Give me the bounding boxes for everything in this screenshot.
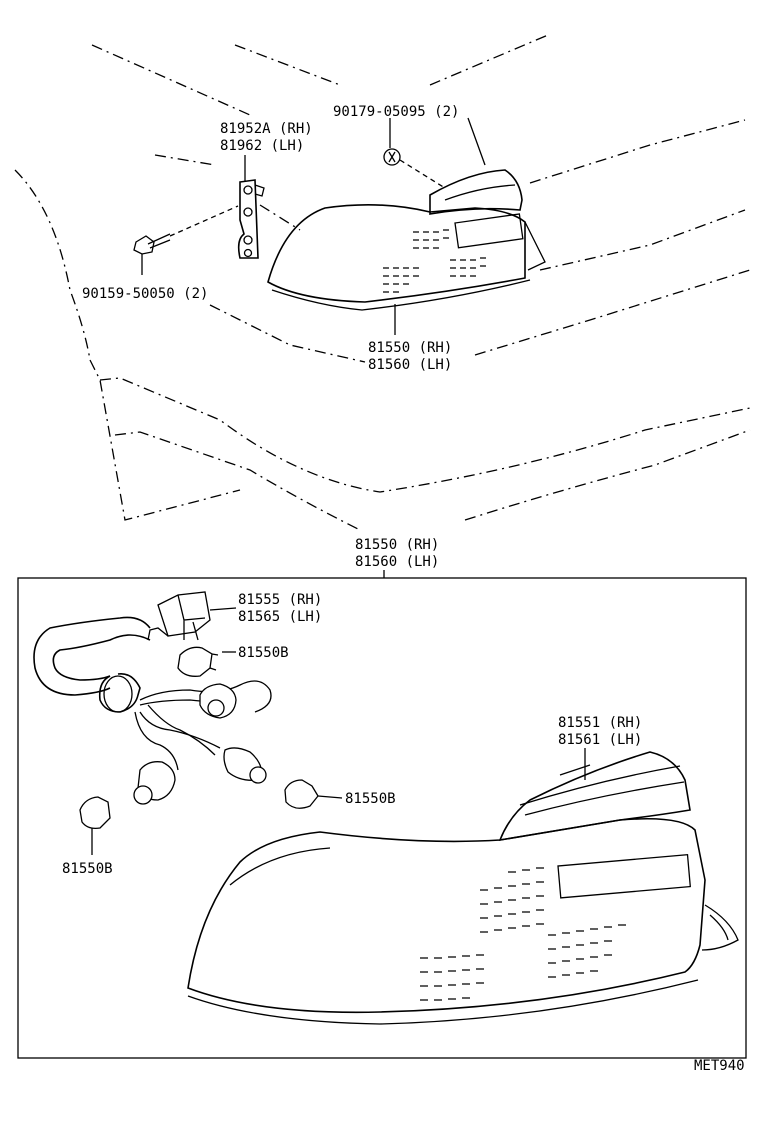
box-title-rh: 81550 (RH) [355, 537, 439, 553]
tail-lamp-assembly-top [267, 169, 546, 311]
bulb-3 [79, 796, 111, 855]
label-lens-rh: 81551 (RH) [558, 715, 642, 731]
label-bulb-2: 81550B [345, 791, 396, 807]
label-lamp-rh: 81550 (RH) [368, 340, 452, 356]
socket-wiring-harness [33, 591, 272, 771]
bulb-socket-2 [223, 747, 267, 784]
label-bulb-3: 81550B [62, 861, 113, 877]
label-socket-rh: 81555 (RH) [238, 592, 322, 608]
lens-pattern [420, 867, 626, 1001]
bulb-socket-1 [199, 683, 237, 719]
labels-bottom: 81555 (RH) 81565 (LH) 81550B 81550B 8155… [62, 592, 745, 1074]
lamp-pattern-top [383, 229, 486, 293]
diagram-code: MET940 [694, 1058, 745, 1074]
leader-lines-top [244, 117, 486, 335]
label-bulb-1: 81550B [238, 645, 289, 661]
bulb-1 [177, 646, 236, 677]
label-bracket-lh: 81962 (LH) [220, 138, 304, 154]
bracket-part [237, 179, 265, 259]
label-socket-lh: 81565 (LH) [238, 609, 322, 625]
bulb-2 [284, 779, 343, 809]
label-lamp-lh: 81560 (LH) [368, 357, 452, 373]
label-bracket-rh: 81952A (RH) [220, 121, 313, 137]
bulb-socket-3 [133, 761, 176, 805]
label-clip: 90179-05095 (2) [333, 104, 459, 120]
leader-lines-bottom [209, 607, 586, 780]
labels-top: 90179-05095 (2) 81952A (RH) 81962 (LH) 9… [82, 104, 459, 373]
vehicle-body-outline [14, 34, 751, 531]
box-title-lh: 81560 (LH) [355, 554, 439, 570]
screw-part [133, 205, 239, 275]
label-screw: 90159-50050 (2) [82, 286, 208, 302]
exploded-view-frame [17, 577, 747, 1059]
clip-part [383, 118, 446, 189]
tail-lamp-lens [187, 751, 739, 1025]
label-lens-lh: 81561 (LH) [558, 732, 642, 748]
